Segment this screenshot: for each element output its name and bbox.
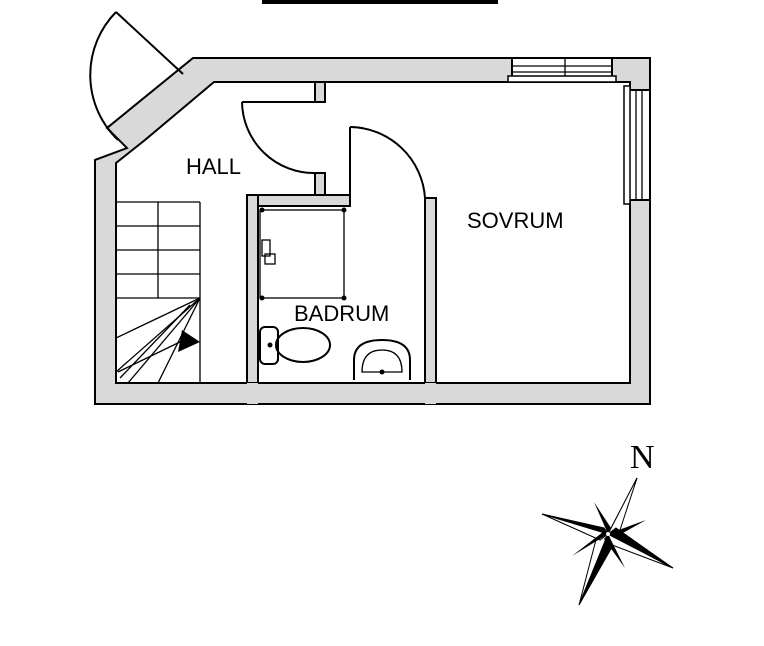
room-label-hall: HALL	[186, 154, 241, 179]
exterior-wall	[94, 57, 651, 405]
north-label: N	[630, 439, 655, 476]
interior-walls	[246, 81, 437, 404]
window-top	[507, 57, 617, 83]
stairs	[115, 201, 201, 384]
sovrum-door	[241, 101, 316, 175]
shower	[259, 207, 347, 301]
toilet	[259, 326, 331, 365]
room-label-sovrum: SOVRUM	[467, 208, 564, 233]
stair-arrow-icon	[178, 330, 200, 352]
entrance-door	[89, 11, 184, 141]
window-right	[623, 85, 651, 205]
sink	[353, 338, 411, 380]
compass-rose-icon: N	[541, 439, 674, 606]
bathroom-door	[349, 126, 426, 199]
room-label-badrum: BADRUM	[294, 301, 389, 326]
cropped-title-fragment	[262, 0, 498, 4]
